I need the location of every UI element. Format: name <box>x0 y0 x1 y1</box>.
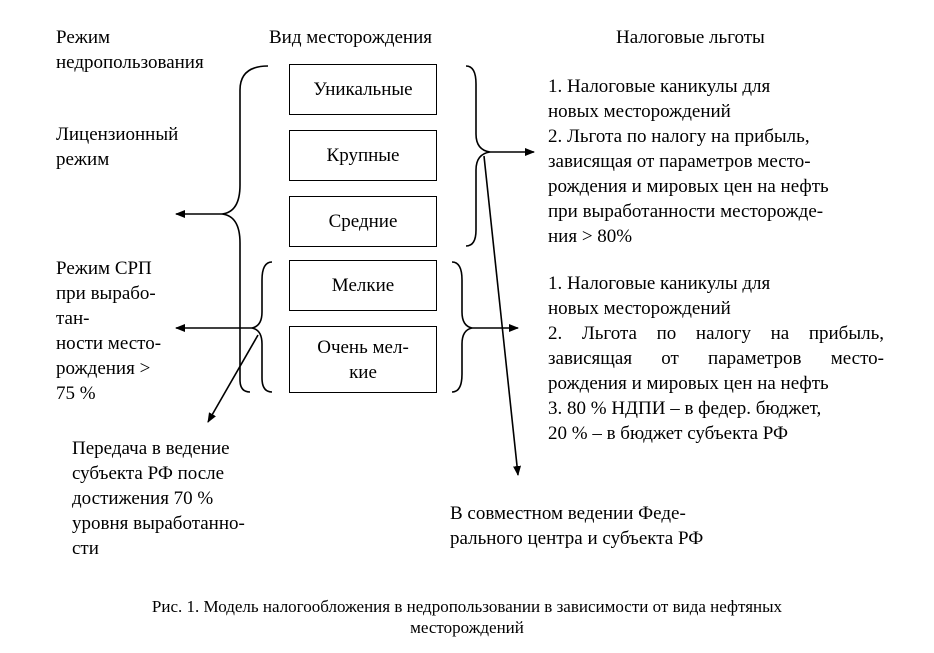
benefits-large-line: зависящая от параметров место- <box>548 151 811 172</box>
benefits-small-line: 1. Налоговые каникулы для <box>548 273 771 294</box>
joint-text: В совместном ведении Феде- рального цент… <box>450 501 703 551</box>
box-very-small: Очень мел- кие <box>289 326 437 393</box>
benefits-small-line: зависящая от параметров место- <box>548 348 884 369</box>
joint-line: рального центра и субъекта РФ <box>450 528 704 549</box>
license-line: Лицензионный <box>56 124 179 145</box>
psa-line: при вырабо- <box>56 283 156 304</box>
psa-line: Режим СРП <box>56 258 152 279</box>
arrow-to-joint <box>483 155 522 476</box>
benefits-small-line: рождения и мировых цен на нефть <box>548 373 829 394</box>
header-tax-benefits: Налоговые льготы <box>616 27 765 48</box>
brace-left-bottom <box>251 261 273 393</box>
benefits-small: 1. Налоговые каникулы для новых месторож… <box>548 271 884 446</box>
license-regime: Лицензионный режим <box>56 122 178 172</box>
brace-left-top <box>221 65 269 393</box>
box-small: Мелкие <box>289 260 437 311</box>
arrow-to-transfer <box>207 334 259 423</box>
benefits-large-line: новых месторождений <box>548 101 731 122</box>
box-medium: Средние <box>289 196 437 247</box>
transfer-text: Передача в ведение субъекта РФ после дос… <box>72 436 245 561</box>
transfer-line: сти <box>72 538 99 559</box>
benefits-small-line: 3. 80 % НДПИ – в федер. бюджет, <box>548 398 822 419</box>
benefits-large-line: 1. Налоговые каникулы для <box>548 76 771 97</box>
box-very-small-line: Очень мел- <box>317 336 409 358</box>
box-very-small-line: кие <box>349 361 377 383</box>
benefits-large-line: рождения и мировых цен на нефть <box>548 176 829 197</box>
brace-right-bottom <box>451 261 473 393</box>
benefits-small-line: 20 % – в бюджет субъекта РФ <box>548 423 789 444</box>
joint-line: В совместном ведении Феде- <box>450 503 686 524</box>
benefits-large-line: 2. Льгота по налогу на прибыль, <box>548 126 810 147</box>
psa-line: 75 % <box>56 383 96 404</box>
caption-line: Рис. 1. Модель налогообложения в недропо… <box>151 597 783 616</box>
psa-line: ности место- <box>56 333 162 354</box>
box-unique: Уникальные <box>289 64 437 115</box>
benefits-large-line: при выработанности месторожде- <box>548 201 824 222</box>
header-regime: Режим недропользования <box>56 25 204 75</box>
benefits-large: 1. Налоговые каникулы для новых месторож… <box>548 74 884 249</box>
benefits-large-line: ния > 80% <box>548 226 633 247</box>
benefits-small-line: 2. Льгота по налогу на прибыль, <box>548 323 884 344</box>
license-line: режим <box>56 149 110 170</box>
transfer-line: достижения 70 % <box>72 488 214 509</box>
transfer-line: Передача в ведение <box>72 438 230 459</box>
caption-line: месторождений <box>410 618 524 637</box>
box-large: Крупные <box>289 130 437 181</box>
transfer-line: субъекта РФ после <box>72 463 225 484</box>
psa-regime: Режим СРП при вырабо- тан- ности место- … <box>56 256 161 406</box>
header-deposit-type: Вид месторождения <box>269 27 433 48</box>
header-regime-line: недропользования <box>56 52 204 73</box>
transfer-line: уровня выработанно- <box>72 513 245 534</box>
figure-caption: Рис. 1. Модель налогообложения в недропо… <box>40 596 894 638</box>
psa-line: рождения > <box>56 358 151 379</box>
header-regime-line: Режим <box>56 27 111 48</box>
brace-right-top <box>465 65 491 247</box>
benefits-small-line: новых месторождений <box>548 298 731 319</box>
psa-line: тан- <box>56 308 90 329</box>
